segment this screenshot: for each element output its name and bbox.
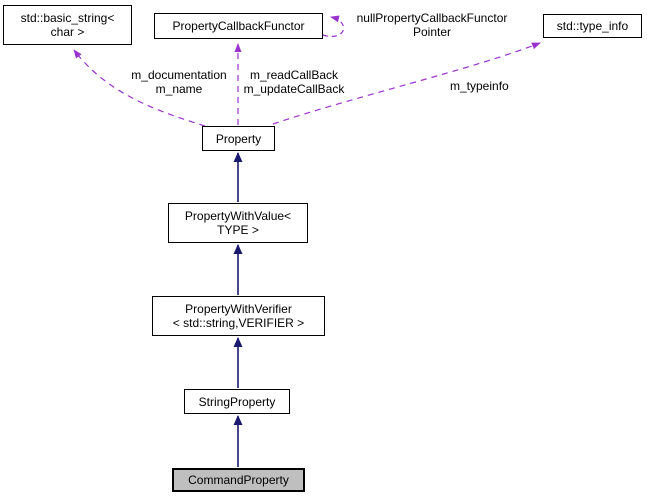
edge-label-typeinfo: m_typeinfo (450, 79, 509, 93)
class-node-property[interactable]: Property (202, 126, 275, 151)
class-node-commandproperty-current: CommandProperty (172, 468, 305, 492)
edge-usage-property-to-typeinfo (272, 42, 541, 125)
class-node-stringproperty[interactable]: StringProperty (184, 389, 290, 414)
edge-label-read-update-callback: m_readCallBack m_updateCallBack (243, 68, 345, 96)
class-node-propertycallbackfunctor[interactable]: PropertyCallbackFunctor (154, 13, 323, 39)
edge-label-null-callback-pointer: nullPropertyCallbackFunctor Pointer (356, 11, 508, 39)
class-node-propertywithverifier[interactable]: PropertyWithVerifier < std::string,VERIF… (152, 296, 325, 336)
edge-usage-property-to-basicstring (73, 49, 206, 127)
class-node-propertywithvalue[interactable]: PropertyWithValue< TYPE > (168, 203, 308, 243)
edge-usage-callbackfunctor-self-loop (322, 15, 345, 37)
edge-label-documentation-name: m_documentation m_name (131, 68, 227, 96)
class-node-std-type-info[interactable]: std::type_info (543, 14, 642, 38)
class-node-std-basic-string[interactable]: std::basic_string< char > (3, 5, 132, 45)
